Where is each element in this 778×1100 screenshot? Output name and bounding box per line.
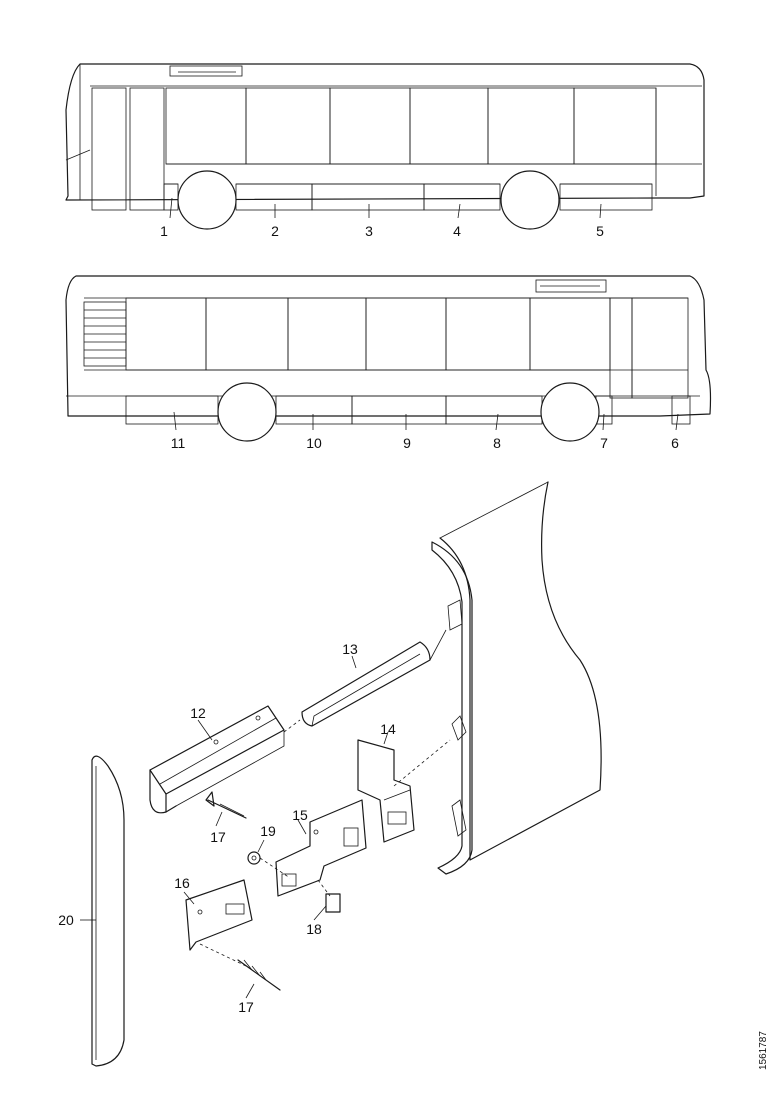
reference-number: 1561787: [758, 1031, 769, 1070]
callout-4: 4: [453, 223, 461, 239]
callout-16: 16: [174, 875, 190, 891]
callout-8: 8: [493, 435, 501, 451]
callout-19: 19: [260, 823, 276, 839]
callout-15: 15: [292, 807, 308, 823]
callout-12: 12: [190, 705, 206, 721]
exploded-detail: [80, 481, 602, 1067]
callout-18: 18: [306, 921, 322, 937]
callout-5: 5: [596, 223, 604, 239]
callout-17b: 17: [238, 999, 254, 1015]
bus-side-view-1: [65, 63, 705, 230]
callout-13: 13: [342, 641, 358, 657]
callout-10: 10: [306, 435, 322, 451]
callout-11: 11: [171, 435, 186, 451]
bus-side-view-2: [65, 275, 712, 442]
callout-9: 9: [403, 435, 411, 451]
callout-6: 6: [671, 435, 679, 451]
callout-20: 20: [58, 912, 74, 928]
callout-14: 14: [380, 721, 396, 737]
callout-3: 3: [365, 223, 373, 239]
callout-1: 1: [160, 223, 168, 239]
callout-7: 7: [600, 435, 608, 451]
callout-2: 2: [271, 223, 279, 239]
callout-17a: 17: [210, 829, 226, 845]
